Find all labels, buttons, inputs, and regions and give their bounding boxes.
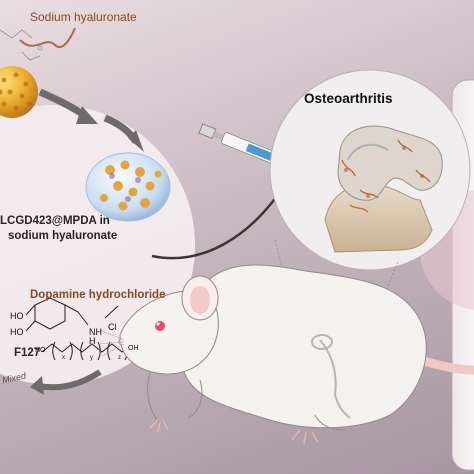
nanocomposite-label-line2: sodium hyaluronate: [8, 230, 118, 242]
chem-sub-z: z: [118, 355, 121, 361]
dopamine-label: Dopamine hydrochloride: [30, 289, 166, 301]
sodium-hyaluronate-label: Sodium hyaluronate: [30, 10, 137, 24]
chem-ho-bottom: HO: [10, 327, 24, 337]
chem-sub-y: y: [90, 355, 93, 361]
f127-label: F127: [14, 347, 41, 359]
cycle-arrow-bottom: [30, 369, 102, 395]
knee-joint: [324, 125, 443, 253]
chem-ho-top: HO: [10, 311, 24, 321]
nanocomposite-label-line1: LCGD423@MPDA in: [0, 215, 110, 227]
cycle-arrow-right: [103, 114, 144, 152]
chem-h-sub: H: [89, 336, 96, 346]
nanocomposite-droplet: [85, 152, 171, 222]
hyaluronate-chain: [19, 27, 76, 48]
dopamine-structure: [25, 297, 119, 332]
cycle-arrow-top: [38, 88, 98, 124]
chem-oh-chain: OH: [128, 345, 139, 352]
chem-ho-chain: HO: [35, 347, 46, 354]
chem-sub-x: x: [62, 355, 65, 361]
mpda-nanoparticle: [0, 66, 38, 118]
chem-cl: Cl: [108, 322, 117, 332]
hyaluronate-molecule: [0, 29, 43, 61]
mixing-label: Mixed: [1, 370, 27, 386]
chem-nh: NH: [89, 327, 102, 337]
osteoarthritis-label: Osteoarthritis: [304, 91, 393, 106]
rat: [97, 264, 474, 445]
